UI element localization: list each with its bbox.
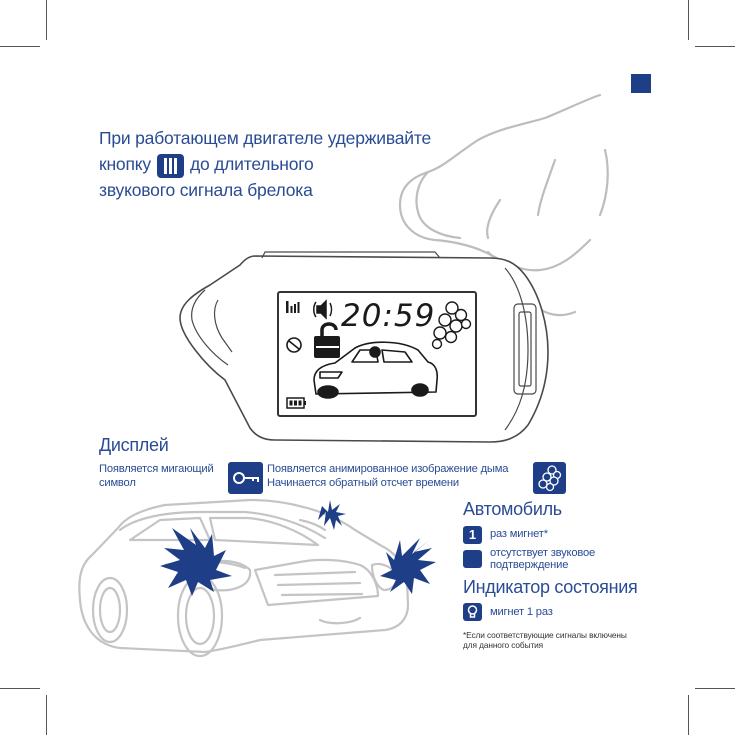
countdown-line: Начинается обратный отсчет времени [267, 477, 459, 489]
crop-mark [0, 688, 40, 689]
crop-mark [688, 695, 689, 735]
lock-open-icon [314, 322, 340, 358]
crop-mark [695, 46, 735, 47]
smoke-animation-text: Появляется анимированное изображение дым… [267, 462, 508, 490]
instruction-line-2: кнопку до длительного [99, 151, 431, 179]
car-section-title: Автомобиль [463, 499, 562, 519]
instruction-line-2-end: до длительного [189, 154, 314, 174]
flash-count-value: 1 [468, 527, 477, 542]
page-marker [631, 74, 651, 93]
blink-symbol-text: Появляется мигающий символ [99, 462, 214, 490]
no-sound-badge [463, 550, 482, 568]
status-flash-text: мигнет 1 раз [490, 606, 553, 618]
lcd-time: 20:59 [341, 298, 435, 334]
no-horn-icon [286, 337, 302, 353]
no-sound-text: отсутствует звуковое подтверждение [490, 547, 595, 571]
speaker-icon [313, 299, 333, 320]
crop-mark [46, 0, 47, 40]
instruction-line-2-start: кнопку [99, 154, 151, 174]
status-section-title: Индикатор состояния [463, 577, 638, 597]
smoke-animation-line-1: Появляется анимированное изображение дым… [267, 463, 509, 475]
flash-burst-icon [160, 500, 436, 596]
key-icon [228, 462, 263, 494]
crop-mark [0, 46, 40, 47]
instruction-line-3: звукового сигнала брелока [99, 180, 313, 200]
instruction-line-1: При работающем двигателе удерживайте [99, 128, 431, 148]
no-sound-line-1: отсутствует звуковое [490, 547, 596, 559]
battery-icon [286, 397, 306, 409]
blink-symbol-line-1: Появляется мигающий [99, 463, 214, 475]
display-section-title: Дисплей [99, 435, 169, 455]
flash-count-badge: 1 [463, 526, 482, 544]
smoke-icon [431, 301, 472, 350]
no-sound-line-2: подтверждение [490, 559, 569, 571]
lcd-car [313, 341, 439, 399]
footnote-line-2: для данного события [463, 640, 544, 650]
crop-mark [688, 0, 689, 40]
button-three-bars-icon [156, 154, 184, 179]
crop-mark [695, 688, 735, 689]
car-flash-text: раз мигнет* [490, 528, 548, 540]
crop-mark [46, 695, 47, 735]
signal-icon [286, 301, 300, 313]
bulb-icon [463, 603, 482, 621]
blink-symbol-line-2: символ [99, 477, 136, 489]
footnote-line-1: *Если соответствующие сигналы включены [463, 630, 627, 640]
instruction-text: При работающем двигателе удерживайте кно… [99, 125, 431, 203]
footnote: *Если соответствующие сигналы включены д… [463, 630, 627, 650]
smoke-badge-icon [533, 462, 566, 494]
